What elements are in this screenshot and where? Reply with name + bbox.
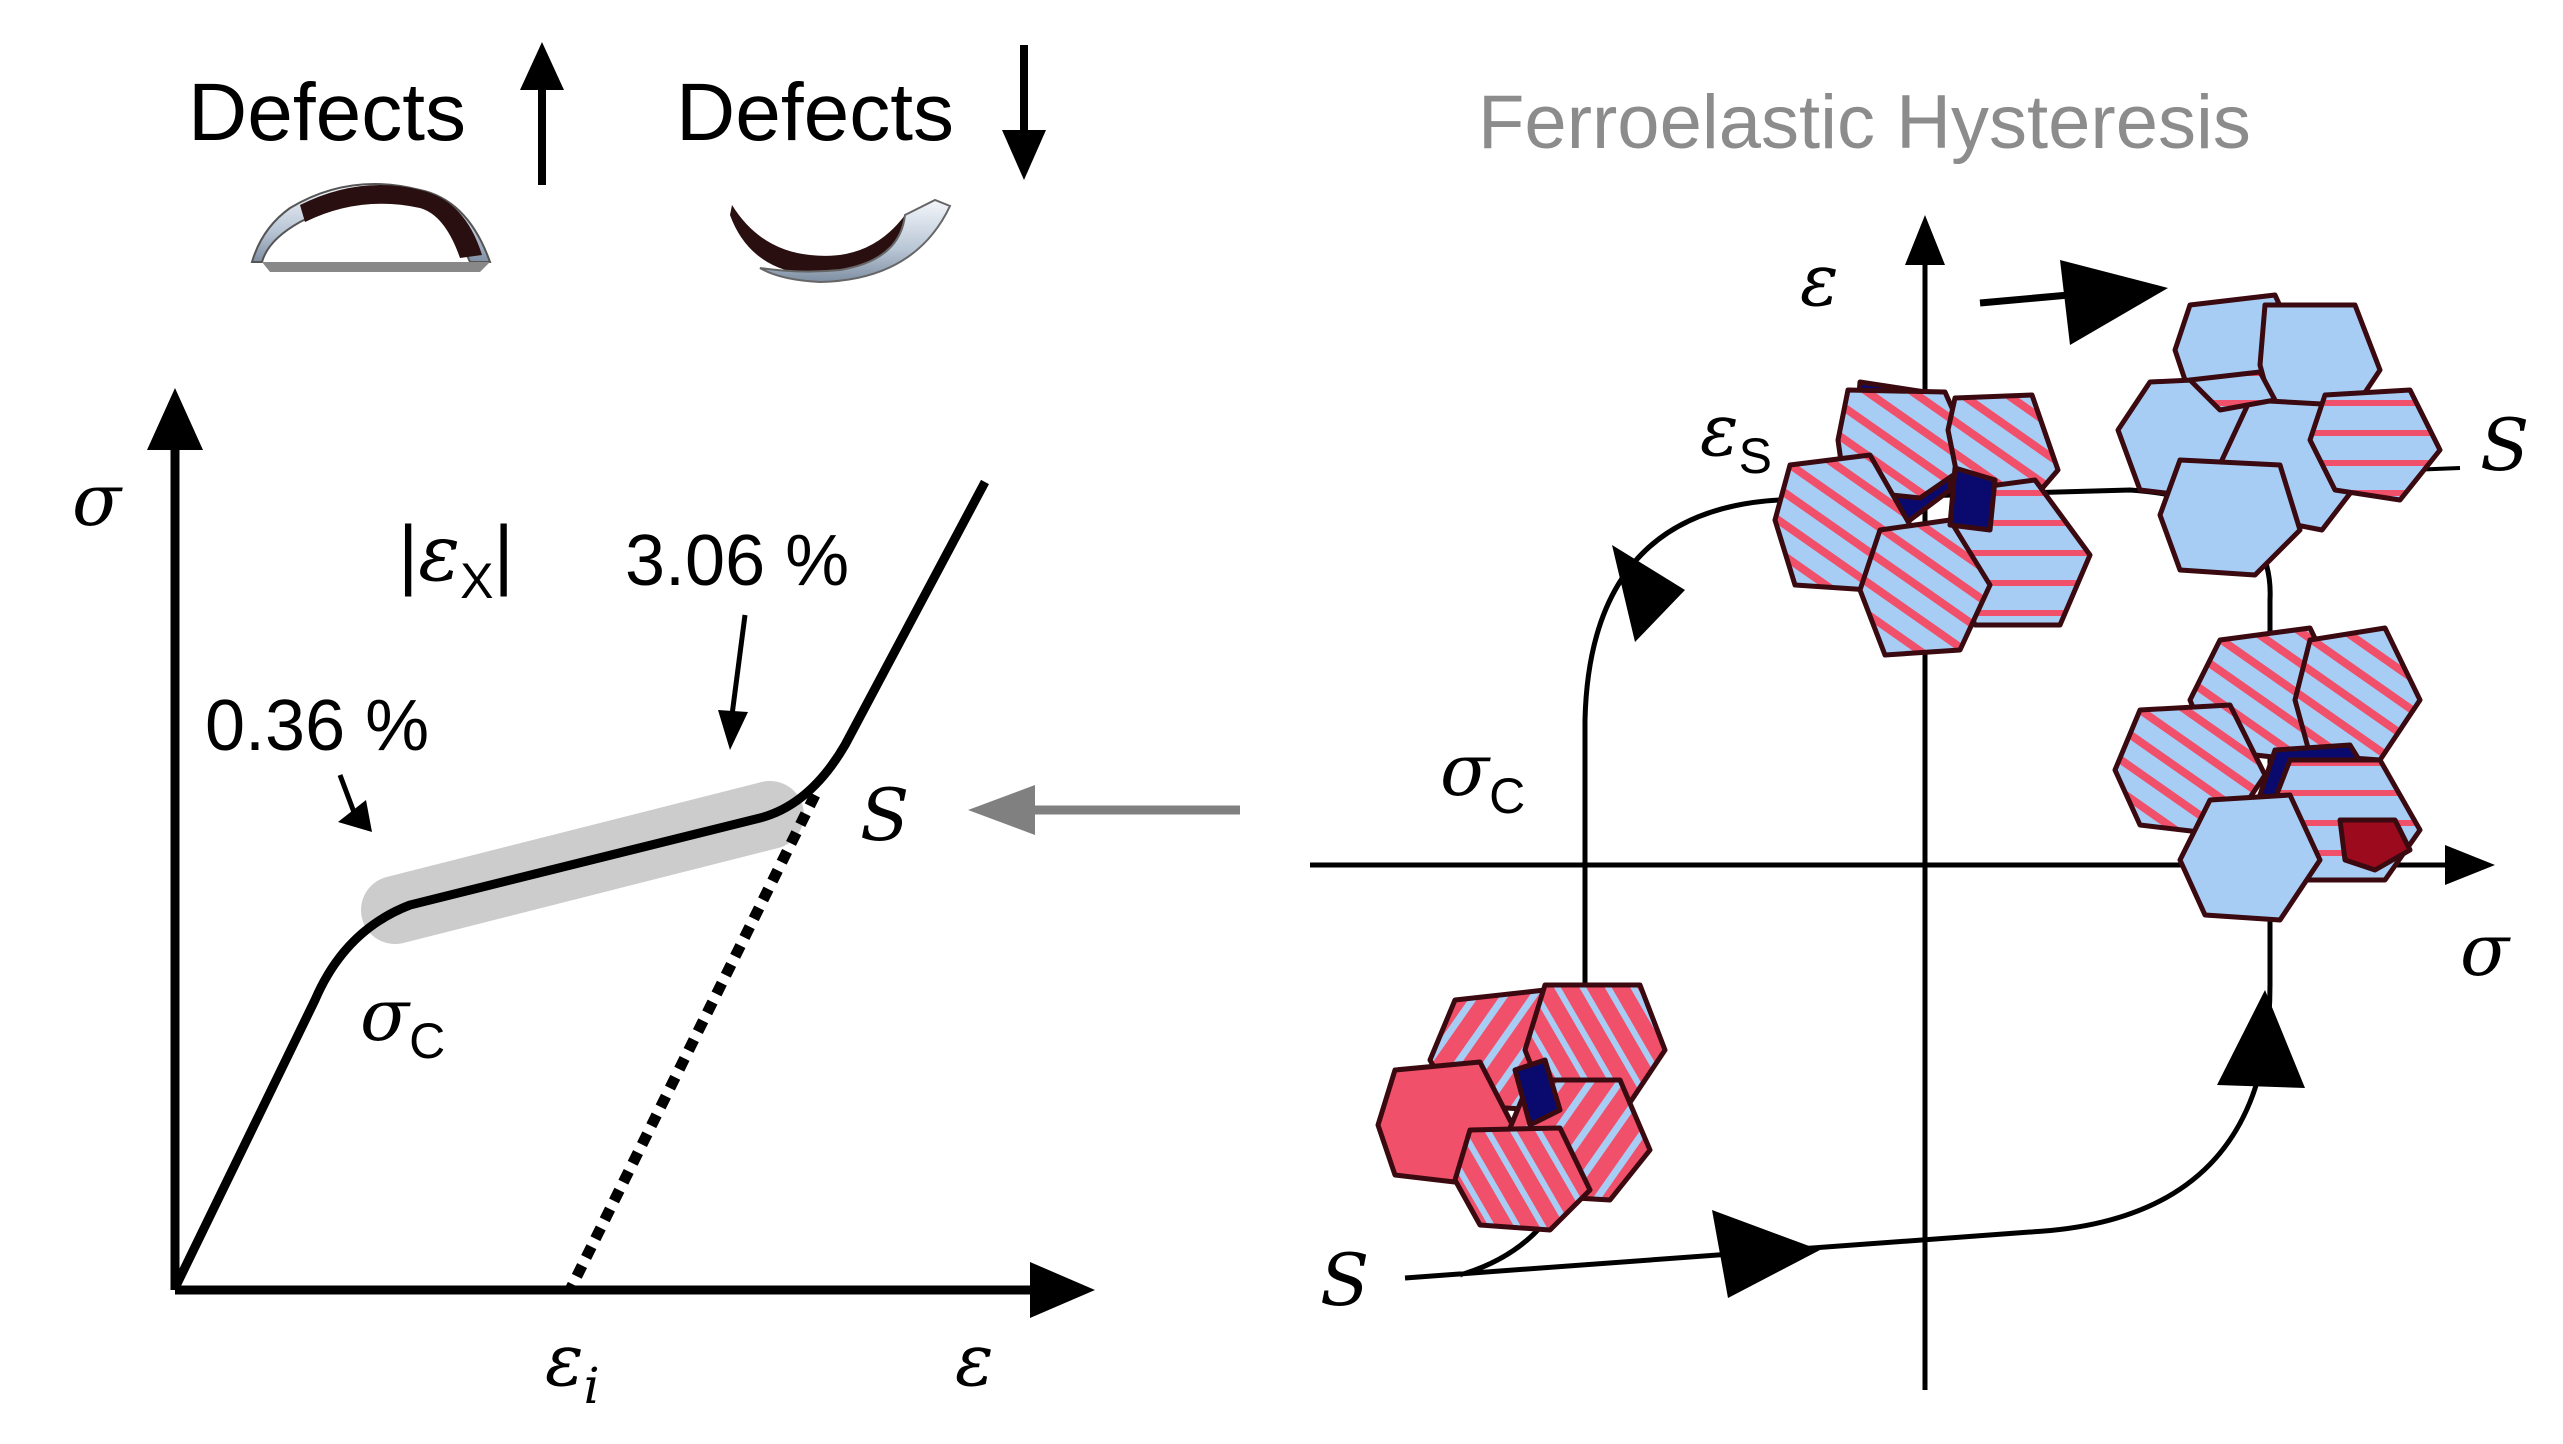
defects-increase-label: Defects (188, 42, 564, 185)
right-sigma-c-label: σC (1440, 728, 1525, 824)
right-y-axis-label: ε (1800, 238, 1839, 322)
grain-cluster-saturated (2115, 292, 2443, 578)
gray-pointer-arrow (968, 785, 1240, 835)
grain-cluster-reverse (1375, 982, 1668, 1233)
arrow-down-icon (1002, 130, 1046, 180)
loop-arrow-bottom-icon (1712, 1210, 1820, 1298)
right-hysteresis-plot: Ferroelastic Hysteresis ε σ εS σC S S (1310, 80, 2529, 1390)
svg-text:Defects: Defects (676, 67, 954, 158)
s-top-right-label: S (2480, 403, 2529, 487)
grain-cluster-eps-s (1772, 379, 2093, 658)
svg-text:Defects: Defects (188, 67, 466, 158)
left-x-axis-label: ε (955, 1318, 994, 1402)
pointer-low-icon (338, 800, 372, 832)
defects-decrease-label: Defects (676, 45, 1046, 180)
concave-bend-icon (730, 198, 952, 284)
right-y-axis-arrow-icon (1905, 215, 1945, 265)
grain-cluster-right (2112, 625, 2423, 923)
stress-strain-curve (170, 479, 989, 1290)
s-bottom-left-label: S (1320, 1238, 1369, 1322)
gray-arrow-left-icon (968, 785, 1035, 835)
left-stress-strain-plot: σ ε |εX| 3.06 % 0.36 % σC S εi (72, 388, 1095, 1415)
pointer-high-icon (718, 710, 748, 750)
left-y-axis-arrow-icon (147, 388, 203, 450)
right-x-axis-label: σ (2460, 908, 2511, 992)
left-s-label: S (860, 773, 909, 857)
convex-bend-icon (250, 183, 492, 272)
left-sigma-c-label: σC (360, 973, 445, 1069)
pct-high-label: 3.06 % (625, 521, 849, 601)
eps-s-label: εS (1700, 388, 1772, 484)
left-y-axis-label: σ (72, 458, 123, 542)
hysteresis-title: Ferroelastic Hysteresis (1478, 80, 2251, 165)
eps-i-label: εi (545, 1318, 600, 1415)
loop-arrow-right-icon (2217, 990, 2305, 1088)
strain-x-label: |εX| (398, 509, 514, 609)
pct-low-label: 0.36 % (205, 686, 429, 766)
unloading-line (565, 792, 820, 1293)
left-x-axis-arrow-icon (1030, 1262, 1095, 1318)
arrow-up-icon (520, 42, 564, 90)
direction-arrow-icon (2060, 260, 2168, 345)
right-x-axis-arrow-icon (2445, 845, 2495, 885)
loop-arrow-left-icon (1612, 545, 1685, 642)
